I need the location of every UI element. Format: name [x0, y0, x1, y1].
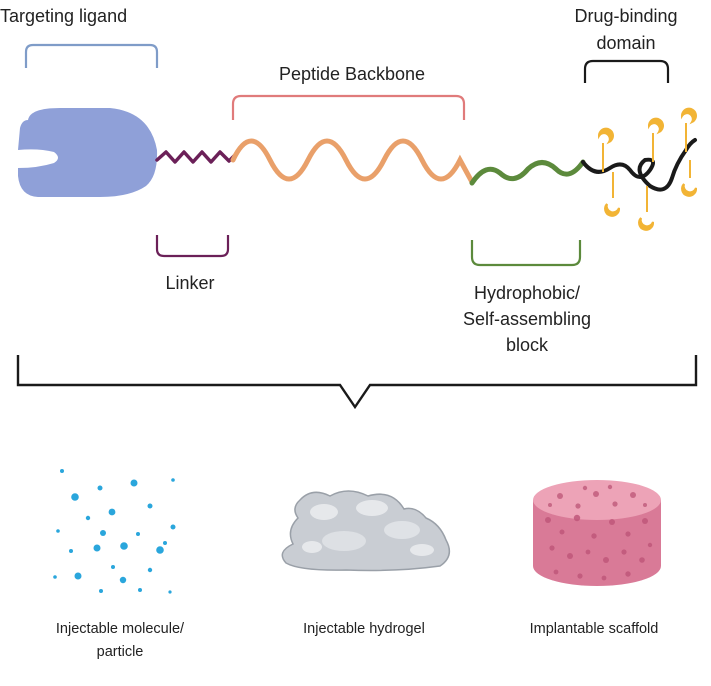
hydrophobic-label-line3: block — [506, 335, 549, 355]
linker-label: Linker — [165, 273, 214, 293]
hydrophobic-label-line1: Hydrophobic/ — [474, 283, 580, 303]
targeting-ligand-bracket — [24, 43, 159, 68]
peptide-backbone-bracket — [231, 94, 466, 120]
drug-binding-chain — [581, 138, 697, 192]
scaffold-label: Implantable scaffold — [530, 621, 659, 637]
peptide-backbone-label: Peptide Backbone — [279, 64, 425, 84]
hydrophobic-block-bracket — [470, 240, 582, 267]
drug-molecule-icon — [597, 107, 698, 231]
targeting-ligand-icon — [18, 108, 158, 197]
formats-bracket — [16, 355, 698, 410]
molecule-label-line1: Injectable molecule/ — [56, 621, 185, 637]
drug-binding-bracket — [583, 59, 670, 83]
targeting-ligand-label: Targeting ligand — [0, 6, 127, 26]
linker-bracket — [155, 235, 230, 258]
hydrophobic-block-chain — [469, 159, 586, 186]
hydrogel-label: Injectable hydrogel — [303, 621, 425, 637]
hydrophobic-label-line2: Self-assembling — [463, 309, 591, 329]
scaffold-icon — [533, 480, 661, 586]
particles-icon — [53, 469, 176, 594]
peptide-backbone-chain — [230, 138, 475, 185]
hydrogel-icon — [281, 490, 451, 572]
drug-binding-label-line2: domain — [596, 33, 655, 53]
linker-chain — [155, 150, 236, 164]
drug-binding-label-line1: Drug-binding — [574, 6, 677, 26]
molecule-label-line2: particle — [97, 644, 144, 660]
